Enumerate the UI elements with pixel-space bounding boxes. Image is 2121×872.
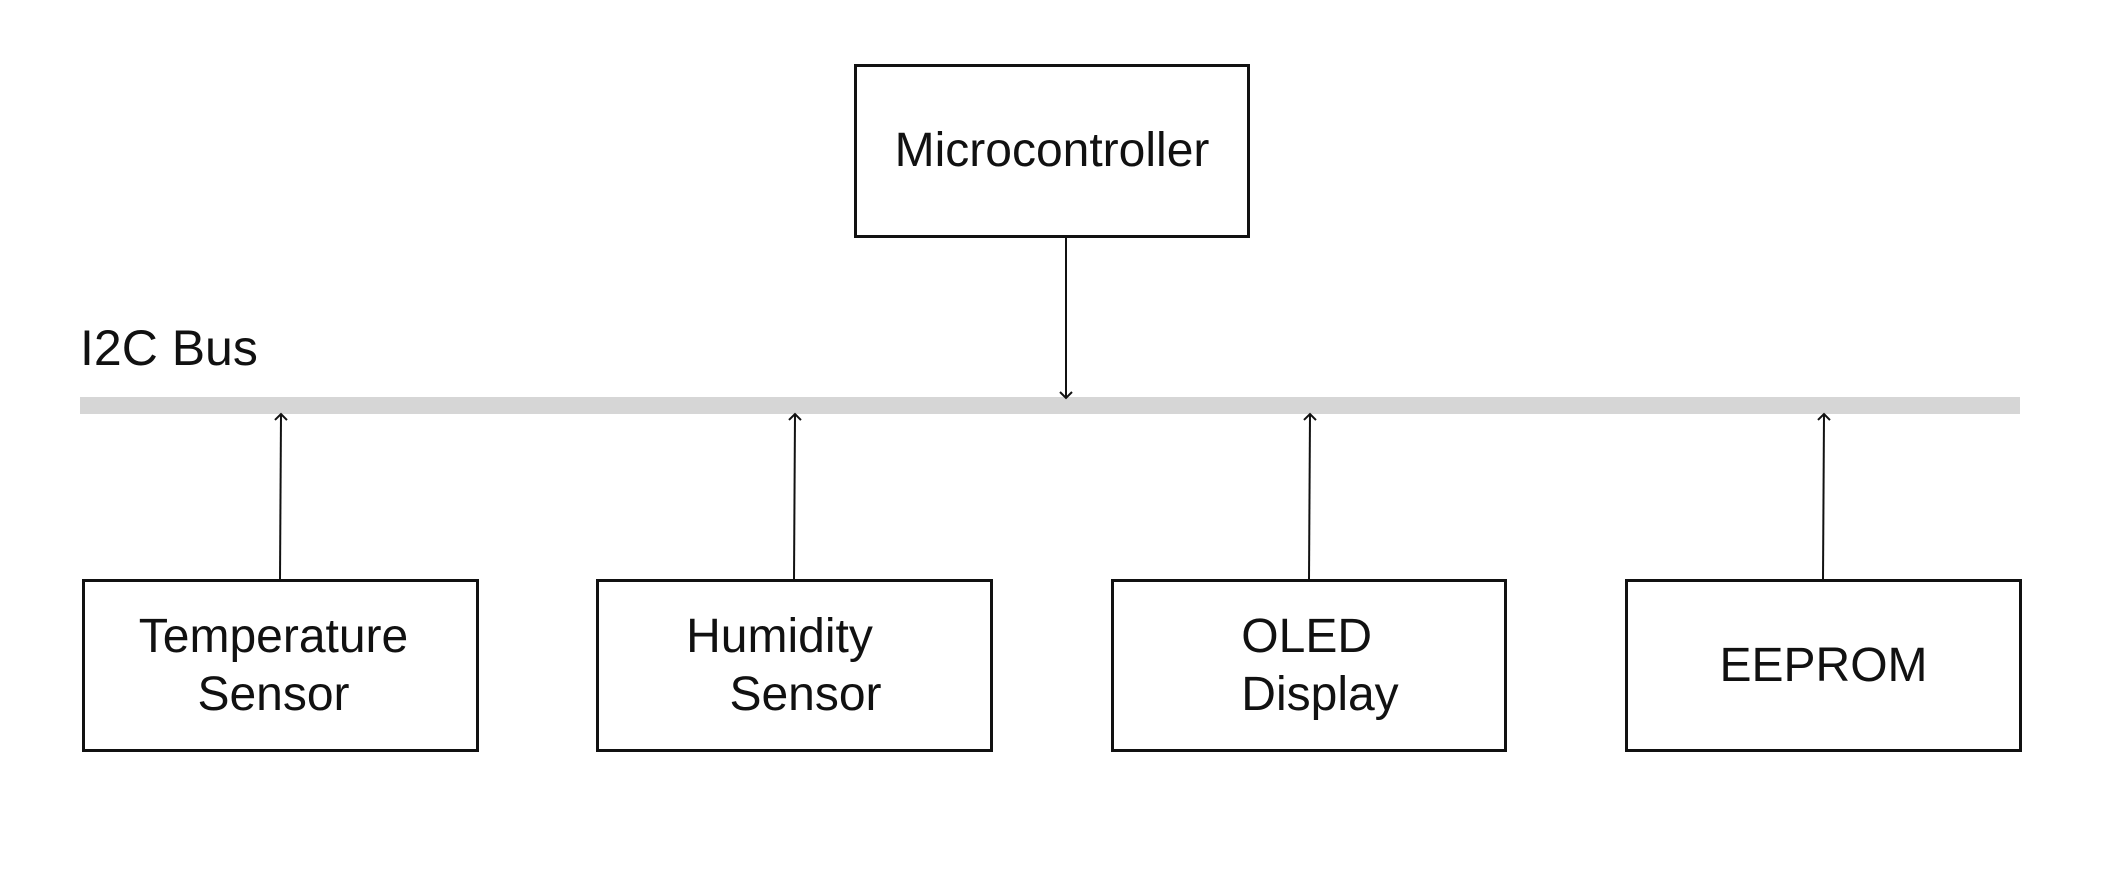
humidity-sensor-label-line-2: Sensor (729, 667, 882, 721)
microcontroller-box: Microcontroller (854, 64, 1250, 238)
temperature-sensor-label-line-2: Sensor (197, 667, 350, 721)
oled-display-label-line-1: OLED (1241, 609, 1373, 663)
eeprom-box: EEPROM (1625, 579, 2022, 752)
oled-display-to-bus-arrow (1303, 412, 1317, 580)
humidity-sensor-label: Humidity Sensor (677, 608, 911, 724)
microcontroller-label: Microcontroller (894, 124, 1210, 177)
oled-display-label: OLED Display (1219, 608, 1398, 724)
temperature-sensor-label: Temperature Sensor (139, 608, 422, 724)
oled-display-label-line-2: Display (1241, 667, 1399, 721)
eeprom-label: EEPROM (1719, 638, 1928, 692)
humidity-sensor-label-line-1: Humidity (686, 609, 873, 663)
temperature-sensor-to-bus-arrow (274, 412, 288, 580)
humidity-sensor-to-bus-arrow (788, 412, 802, 580)
eeprom-to-bus-arrow (1817, 412, 1831, 580)
i2c-bus-bar (80, 397, 2020, 414)
oled-display-box: OLED Display (1111, 579, 1507, 752)
temperature-sensor-label-line-1: Temperature (138, 609, 409, 663)
i2c-bus-label: I2C Bus (80, 320, 258, 376)
humidity-sensor-box: Humidity Sensor (596, 579, 993, 752)
temperature-sensor-box: Temperature Sensor (82, 579, 479, 752)
